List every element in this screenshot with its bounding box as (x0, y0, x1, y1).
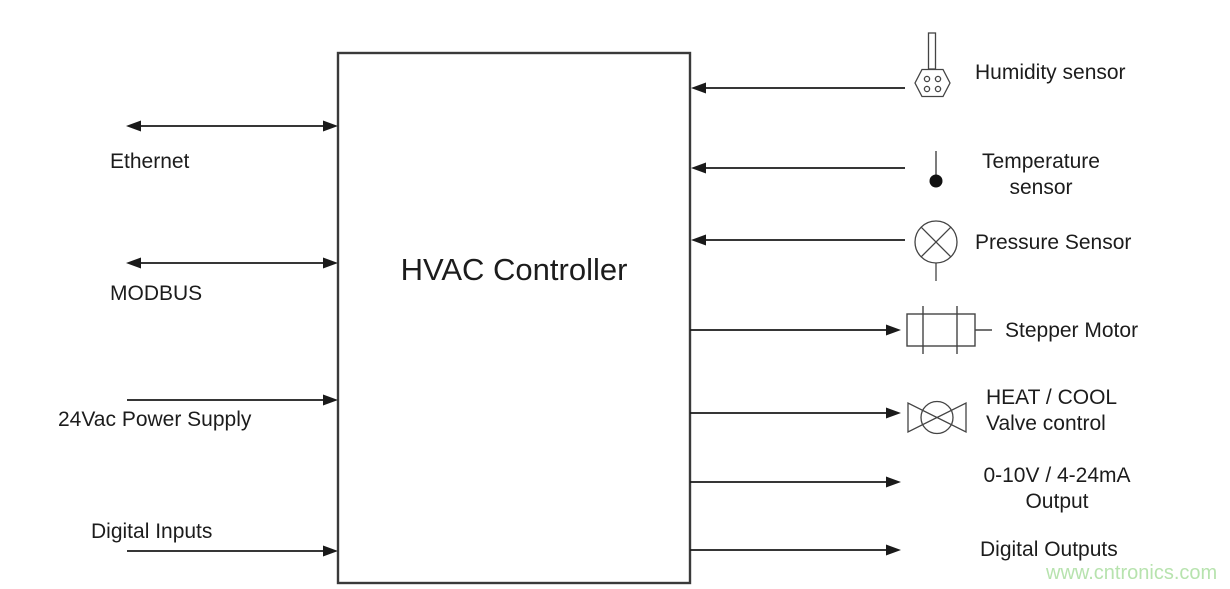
power-supply-arrow (127, 394, 338, 406)
valve-control-arrow (690, 407, 901, 419)
label-analog-output-line1: 0-10V / 4-24mA (983, 464, 1131, 487)
label-humidity-sensor: Humidity sensor (975, 61, 1126, 84)
controller-title: HVAC Controller (400, 252, 628, 287)
temperature-sensor-icon (929, 151, 943, 188)
digital-outputs-arrow (690, 544, 901, 556)
analog-output-arrow (690, 476, 901, 488)
watermark: www.cntronics.com (1046, 562, 1218, 584)
label-pressure-sensor: Pressure Sensor (975, 231, 1132, 254)
pressure-sensor-arrow (691, 234, 905, 246)
modbus-arrow (126, 257, 338, 269)
label-analog-output-line2: Output (1025, 490, 1089, 513)
label-valve-control-line1: HEAT / COOL (986, 386, 1118, 409)
digital-inputs-arrow (127, 545, 338, 557)
humidity-sensor-icon (914, 32, 951, 98)
stepper-motor-arrow (690, 324, 901, 336)
temperature-sensor-arrow (691, 162, 905, 174)
ethernet-arrow (126, 120, 338, 132)
label-valve-control: HEAT / COOL Valve control (986, 385, 1117, 437)
label-ethernet: Ethernet (110, 150, 190, 173)
controller-box (336, 51, 692, 585)
valve-icon (907, 400, 967, 435)
label-temperature-sensor: Temperature sensor (960, 149, 1122, 201)
label-power-supply: 24Vac Power Supply (58, 408, 252, 431)
label-digital-outputs: Digital Outputs (980, 538, 1118, 561)
label-temperature-sensor-line2: sensor (1009, 176, 1073, 199)
label-modbus: MODBUS (110, 282, 203, 305)
label-stepper-motor: Stepper Motor (1005, 319, 1139, 342)
label-digital-inputs: Digital Inputs (91, 520, 213, 543)
pressure-sensor-icon (914, 220, 958, 281)
stepper-motor-icon (906, 306, 992, 354)
label-valve-control-line2: Valve control (986, 412, 1106, 435)
label-temperature-sensor-line1: Temperature (982, 150, 1100, 173)
humidity-sensor-arrow (691, 82, 905, 94)
label-analog-output: 0-10V / 4-24mA Output (957, 463, 1157, 515)
